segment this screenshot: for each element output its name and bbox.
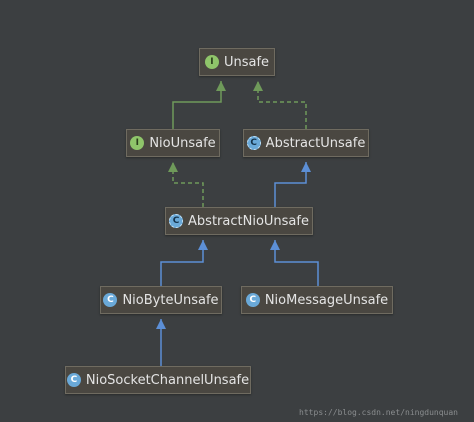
arrowhead	[216, 81, 226, 91]
node-nio-byte-unsafe[interactable]: C NioByteUnsafe	[100, 286, 222, 314]
node-nio-socket-channel-unsafe[interactable]: C NioSocketChannelUnsafe	[65, 366, 251, 394]
node-label: AbstractUnsafe	[265, 135, 366, 151]
arrowhead	[198, 240, 208, 250]
edge-abstract-nio-unsafe-to-nio-unsafe	[168, 162, 204, 207]
edge-nio-socket-channel-unsafe-to-nio-byte-unsafe	[156, 319, 166, 366]
class-icon: C	[66, 373, 81, 387]
node-label: NioUnsafe	[149, 135, 216, 151]
arrowhead	[301, 162, 311, 172]
node-unsafe[interactable]: I Unsafe	[199, 48, 275, 76]
abstract-class-icon: C	[246, 136, 261, 150]
node-label: NioByteUnsafe	[122, 292, 219, 308]
node-label: AbstractNioUnsafe	[188, 213, 309, 229]
arrowhead	[168, 162, 178, 172]
node-label: Unsafe	[223, 54, 270, 70]
node-abstract-nio-unsafe[interactable]: C AbstractNioUnsafe	[165, 207, 313, 235]
edge-abstract-unsafe-to-unsafe	[253, 81, 307, 129]
edge-nio-message-unsafe-to-abstract-nio-unsafe	[270, 240, 319, 286]
node-nio-unsafe[interactable]: I NioUnsafe	[126, 129, 220, 157]
node-nio-message-unsafe[interactable]: C NioMessageUnsafe	[241, 286, 393, 314]
arrowhead	[253, 81, 263, 91]
abstract-class-icon: C	[169, 214, 184, 228]
edge-nio-byte-unsafe-to-abstract-nio-unsafe	[160, 240, 208, 286]
class-icon: C	[245, 293, 260, 307]
node-label: NioSocketChannelUnsafe	[85, 372, 250, 388]
node-abstract-unsafe[interactable]: C AbstractUnsafe	[243, 129, 369, 157]
interface-icon: I	[204, 55, 219, 69]
edge-nio-unsafe-to-unsafe	[172, 81, 226, 129]
arrowhead	[270, 240, 280, 250]
class-icon: C	[103, 293, 118, 307]
interface-icon: I	[130, 136, 145, 150]
watermark: https://blog.csdn.net/ningdunquan	[299, 408, 458, 417]
edge-abstract-nio-unsafe-to-abstract-unsafe	[274, 162, 311, 207]
node-label: NioMessageUnsafe	[264, 292, 389, 308]
arrowhead	[156, 319, 166, 329]
